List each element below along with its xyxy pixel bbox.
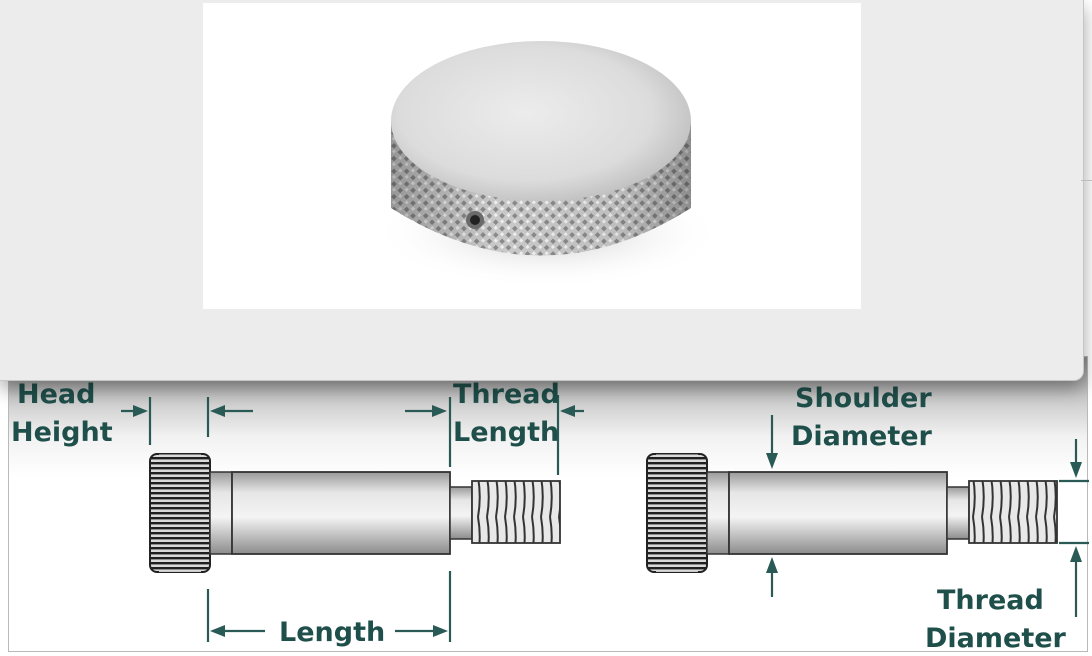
thread-diameter-label-line2: Diameter — [925, 623, 1067, 653]
shoulder-diameter-label: Shoulder Diameter — [791, 383, 933, 452]
head-height-label-line1: Head — [17, 379, 95, 410]
head-height-label: Head Height — [11, 379, 113, 448]
window-edge-divider — [1081, 180, 1092, 181]
thread-length-label: Thread Length — [453, 379, 560, 448]
thread-diameter-label-line1: Thread — [937, 585, 1044, 616]
dimension-drawing: Head Height Thread Length Length — [11, 379, 1089, 653]
product-photo — [203, 3, 861, 309]
thread-length-label-line1: Thread — [453, 379, 560, 410]
head-height-label-line2: Height — [11, 417, 113, 448]
image-preview-popup[interactable] — [0, 0, 1084, 381]
right-dimension-lines — [766, 415, 1089, 617]
shoulder-diameter-label-line2: Diameter — [791, 421, 933, 452]
thread-length-label-line2: Length — [453, 417, 559, 448]
shoulder-diameter-label-line1: Shoulder — [795, 383, 932, 414]
right-screw-drawing — [646, 453, 1058, 573]
length-label: Length — [279, 617, 385, 648]
thread-diameter-label: Thread Diameter — [925, 585, 1067, 653]
left-dimension-lines — [121, 395, 584, 642]
left-screw-drawing — [149, 453, 561, 573]
shoulder-screw-dimension-diagram: Head Height Thread Length Length — [8, 356, 1089, 653]
knurled-knob-image — [373, 41, 723, 288]
